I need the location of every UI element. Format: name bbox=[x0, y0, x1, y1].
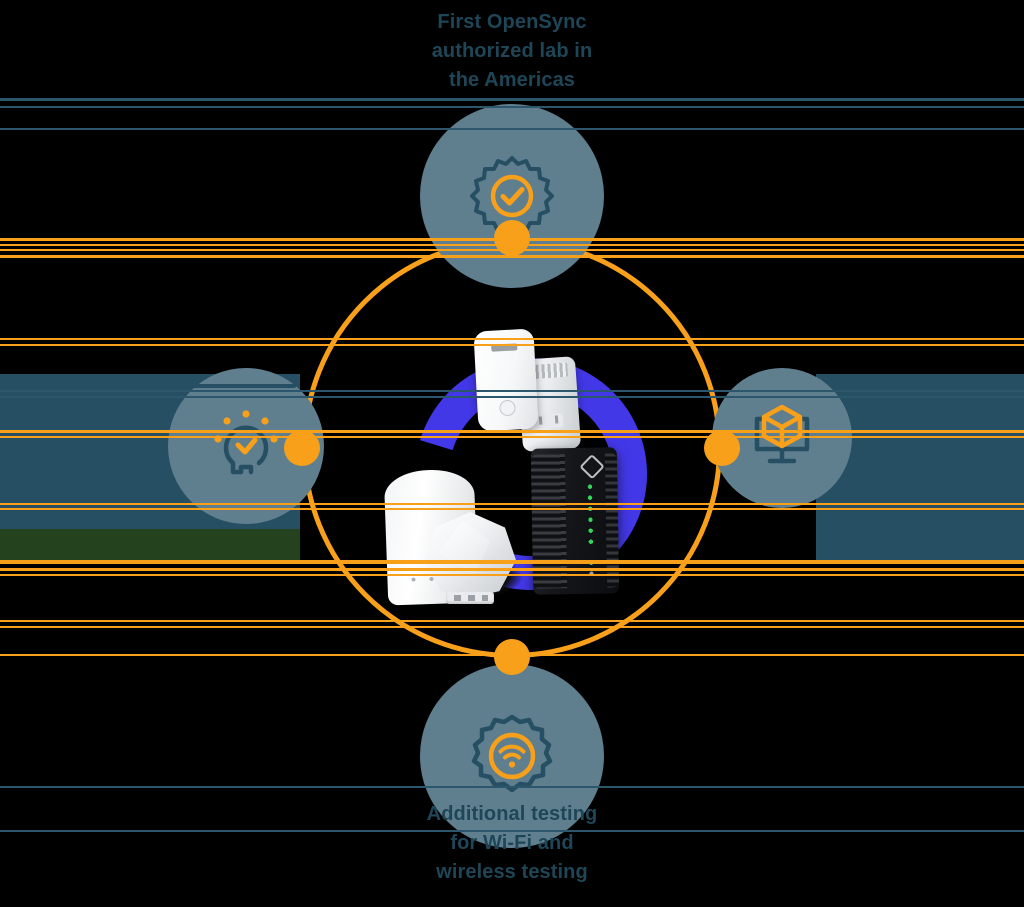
extender-button bbox=[499, 399, 516, 417]
scanline-9 bbox=[0, 390, 1024, 392]
center-device-cluster bbox=[372, 322, 652, 606]
scanline-2 bbox=[0, 128, 1024, 130]
scanline-20 bbox=[0, 654, 1024, 656]
scanline-7 bbox=[0, 338, 1024, 340]
mesh-node-base bbox=[446, 592, 494, 604]
scanline-18 bbox=[0, 620, 1024, 622]
lightbulb-check-idea-icon bbox=[201, 401, 291, 491]
scanline-4 bbox=[0, 244, 1024, 246]
obscured-left-green-block bbox=[0, 529, 300, 562]
caption-left-obscured bbox=[0, 384, 296, 388]
scanline-12 bbox=[0, 436, 1024, 438]
scanline-21 bbox=[0, 786, 1024, 788]
modem-status-leds bbox=[587, 483, 594, 548]
caption-right-obscured bbox=[856, 384, 1024, 388]
scanline-11 bbox=[0, 430, 1024, 433]
scanline-3 bbox=[0, 238, 1024, 241]
scanline-5 bbox=[0, 249, 1024, 251]
connector-dot-bottom bbox=[494, 639, 530, 675]
scanline-15 bbox=[0, 560, 1024, 564]
node-circle-bottom[interactable] bbox=[420, 664, 604, 848]
caption-top: First OpenSync authorized lab in the Ame… bbox=[431, 11, 593, 91]
device-black-modem bbox=[530, 447, 620, 595]
scanline-13 bbox=[0, 503, 1024, 505]
scanline-19 bbox=[0, 626, 1024, 628]
scanline-0 bbox=[0, 98, 1024, 101]
caption-bottom: Additional testing for Wi-Fi and wireles… bbox=[426, 803, 598, 883]
adapter-socket bbox=[534, 413, 564, 429]
scanline-10 bbox=[0, 396, 1024, 398]
scanline-8 bbox=[0, 344, 1024, 346]
obscured-right-text-block bbox=[816, 374, 1024, 562]
gear-wifi-icon bbox=[470, 714, 554, 798]
cube-on-monitor-icon bbox=[743, 399, 821, 477]
scanline-17 bbox=[0, 574, 1024, 576]
scanline-22 bbox=[0, 830, 1024, 832]
scanline-16 bbox=[0, 568, 1024, 571]
device-mesh-node bbox=[424, 512, 516, 604]
scanline-14 bbox=[0, 508, 1024, 510]
modem-brand-mark bbox=[579, 453, 605, 480]
node-circle-top[interactable] bbox=[420, 104, 604, 288]
scanline-1 bbox=[0, 106, 1024, 108]
scanline-6 bbox=[0, 255, 1024, 258]
